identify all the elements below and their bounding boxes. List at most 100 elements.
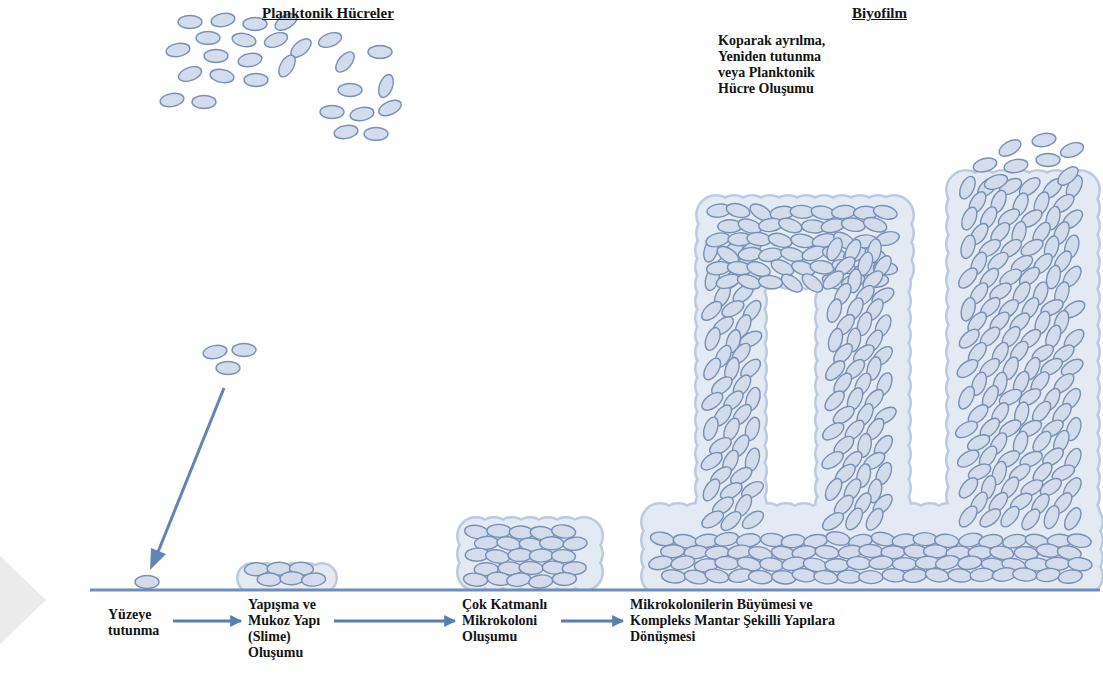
bacterium-cell <box>231 32 257 49</box>
bacterium-cell <box>813 569 838 585</box>
bacterium-cell <box>317 30 344 50</box>
stage-label: Çok Katmanlı Mikrokoloni Oluşumu <box>460 596 556 646</box>
bacterium-cell <box>237 52 263 69</box>
bacterium-cell <box>820 509 847 534</box>
bacterium-cell <box>859 570 883 584</box>
bacterium-cell <box>1031 132 1057 149</box>
bacterium-cell <box>1059 140 1086 160</box>
bacterium-cell <box>1035 567 1060 583</box>
bacterium-cell <box>376 73 396 100</box>
bacterium-cell <box>209 68 235 85</box>
stage-note: Koparak ayrılma, Yeniden tutunma veya Pl… <box>718 33 840 97</box>
bacterium-cell <box>913 532 937 546</box>
bacterium-cell <box>368 46 392 59</box>
bacterium-cell <box>244 74 268 87</box>
bacterium-cell <box>216 362 240 375</box>
bacterium-cell <box>232 344 256 357</box>
bacterium-cell <box>814 544 839 560</box>
bacterium-cell <box>333 124 359 141</box>
bacterium-cell <box>1003 158 1029 175</box>
bacterium-cell <box>831 204 856 219</box>
bacterium-cell <box>202 344 228 361</box>
stage-text: Mikrokolonilerin Büyümesi ve Kompleks Ma… <box>630 597 841 645</box>
bacterium-cell <box>862 215 889 235</box>
bacterium-cell <box>257 573 281 587</box>
bacterium-cell <box>159 92 185 109</box>
bacterium-cell <box>997 503 1022 530</box>
bacterium-cell <box>1036 154 1060 167</box>
bacterium-cell <box>1018 506 1043 533</box>
bacterium-cell <box>275 52 298 79</box>
bacterium-cell <box>824 236 846 263</box>
surface-line <box>90 589 1100 592</box>
bacterium-cell <box>841 216 867 232</box>
stage-label: Yüzeye tutunma <box>106 606 168 640</box>
bacterium-cell <box>825 530 851 547</box>
bacterium-cell <box>837 570 861 583</box>
bacterium-cell <box>1061 505 1084 532</box>
bacterium-cell <box>842 505 866 532</box>
bacterium-cell <box>778 271 805 296</box>
bacterium-cell <box>702 325 723 352</box>
bacterium-cell <box>758 274 783 289</box>
bacterium-cell <box>847 556 872 570</box>
bacterium-cell <box>177 64 204 84</box>
bacterium-cell <box>463 572 488 587</box>
bacterium-cell <box>280 571 304 585</box>
bacterium-cell <box>868 555 893 570</box>
bacterium-cell <box>791 567 816 583</box>
section-heading: Biyofilm <box>852 4 907 22</box>
bacterium-cell <box>301 572 326 587</box>
bacterium-cell <box>996 136 1023 159</box>
bacterium-cell <box>338 84 362 97</box>
stage-arrow <box>561 620 623 623</box>
falling-arrow-shaft <box>158 388 224 552</box>
bacterium-cell <box>799 270 826 295</box>
bacterium-cell <box>1041 504 1061 531</box>
bacterium-cell <box>210 12 236 29</box>
bacterium-cell <box>983 172 1010 192</box>
falling-arrow-head <box>150 548 166 570</box>
bacterium-cell <box>192 96 216 109</box>
bacterium-cell <box>263 30 290 50</box>
bacterium-cell <box>970 567 995 582</box>
bacterium-cell <box>1055 163 1082 188</box>
bacterium-cell <box>165 42 191 59</box>
bacterium-cell <box>972 156 999 175</box>
bacterium-cell <box>364 128 388 141</box>
bacterium-cell <box>670 554 696 572</box>
stage-text: Yapışma ve Mukoz Yapı (Slime) Oluşumu <box>248 597 327 661</box>
bacterium-cell <box>661 569 686 584</box>
section-heading: Planktonik Hücreler <box>262 4 394 22</box>
stage-label: Yapışma ve Mukoz Yapı (Slime) Oluşumu <box>246 596 329 662</box>
bacterium-cell <box>956 384 978 411</box>
bacterium-cell <box>777 216 804 236</box>
bacterium-cell <box>701 415 721 442</box>
bacteria-cells <box>135 10 1093 589</box>
bacterium-cell <box>809 259 834 275</box>
bacterium-cell <box>718 508 745 534</box>
stage-label: Mikrokolonilerin Büyümesi ve Kompleks Ma… <box>628 596 843 646</box>
bacterium-cell <box>648 554 674 571</box>
bacterium-cell <box>376 97 403 119</box>
bacterium-cell <box>956 503 981 530</box>
bacterium-cell <box>135 576 159 589</box>
bacterium-cell <box>739 508 766 532</box>
bacterium-cell <box>746 231 771 247</box>
stage-text: Çok Katmanlı Mikrokoloni Oluşumu <box>462 597 554 645</box>
bacterium-cell <box>349 106 375 123</box>
bacterium-cell <box>959 233 978 260</box>
watermark-triangle <box>0 556 46 644</box>
bacterium-cell <box>902 568 928 584</box>
bacterium-cell <box>924 567 950 584</box>
bacterium-cell <box>320 106 344 119</box>
bacterium-cell <box>540 537 564 551</box>
stage-arrow <box>334 620 455 623</box>
bacterium-cell <box>1012 567 1037 582</box>
bacterium-cell <box>508 548 532 562</box>
bacterium-cell <box>748 570 773 585</box>
bacterium-cell <box>487 524 511 537</box>
